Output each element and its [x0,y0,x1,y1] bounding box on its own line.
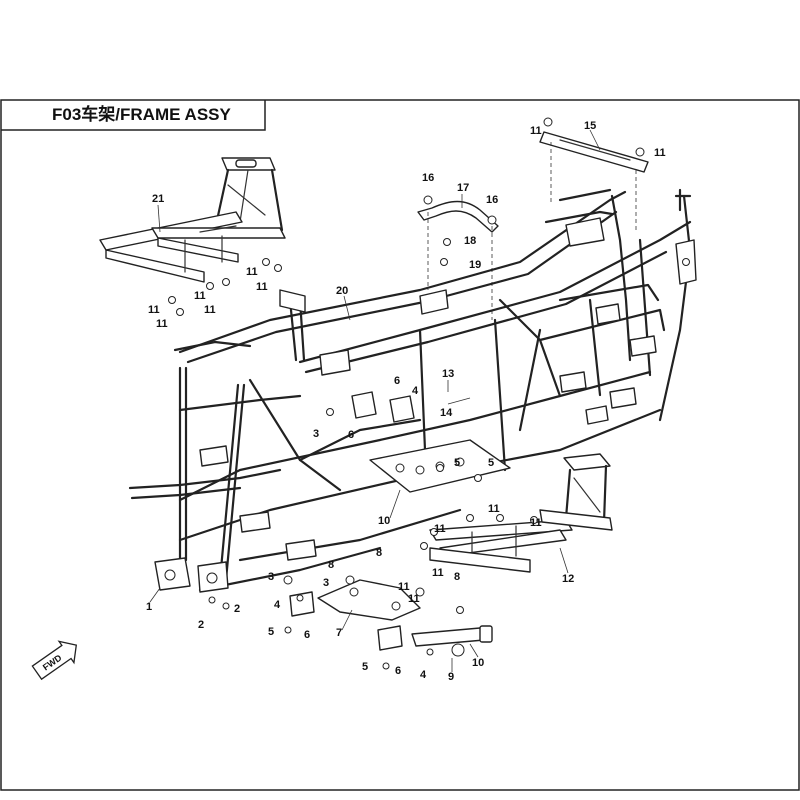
title-box: F03车架/FRAME ASSY [1,100,266,131]
callout-21: 21 [152,193,164,205]
callout-2: 2 [234,603,240,615]
callout-20: 20 [336,285,348,297]
callout-11: 11 [654,147,666,159]
hardware-bolts [168,117,645,670]
sheet-border [0,99,800,791]
callout-16: 16 [486,194,498,206]
callout-11: 11 [256,281,268,293]
part-6-rubber-mounts [289,391,415,651]
callout-11: 11 [530,517,542,529]
callout-11: 11 [530,125,542,137]
part-9-long-bolt [411,625,493,657]
callout-3: 3 [323,577,329,589]
callout-4: 4 [420,669,427,681]
callout-11: 11 [434,523,446,535]
callout-6: 6 [394,375,400,387]
callout-8: 8 [454,571,460,583]
callout-17: 17 [457,182,469,194]
callout-9: 9 [448,671,454,683]
callout-15: 15 [584,120,596,132]
callout-5: 5 [268,626,274,638]
callout-14: 14 [440,407,453,419]
callout-11: 11 [204,304,216,316]
callout-3: 3 [313,428,319,440]
callout-5: 5 [454,457,460,469]
callout-13: 13 [442,368,454,380]
callout-8: 8 [328,559,334,571]
callout-11: 11 [156,318,168,330]
leader-lines [149,129,601,672]
callout-4: 4 [412,385,419,397]
callout-5: 5 [488,457,494,469]
part-21-front-rack [99,157,286,283]
callout-11: 11 [398,581,410,593]
callout-6: 6 [304,629,310,641]
callout-3: 3 [268,571,274,583]
callout-6: 6 [395,665,401,677]
callout-10: 10 [472,657,484,669]
part-15-rear-bar [539,131,649,232]
part-12-right-footrest [429,453,613,573]
callout-8: 8 [376,547,382,559]
callout-2: 2 [198,619,204,631]
callout-4: 4 [274,599,281,611]
part-7-lower-bracket [317,579,421,621]
callout-12: 12 [562,573,574,585]
callout-18: 18 [464,235,476,247]
callout-16: 16 [422,172,434,184]
callout-11: 11 [148,304,160,316]
part-17-center-bracket [417,200,499,320]
callout-7: 7 [336,627,342,639]
callout-5: 5 [362,661,368,673]
page-title: F03车架/FRAME ASSY [52,104,232,124]
callout-11: 11 [246,266,258,278]
callout-numbers: 1 2 2 3 3 3 4 4 4 5 5 5 5 6 6 6 6 7 8 8 … [146,120,666,683]
fwd-arrow-icon: FWD [31,640,78,681]
callout-11: 11 [432,567,444,579]
callout-11: 11 [488,503,500,515]
callout-11: 11 [408,593,420,605]
title-box-frame [1,100,266,131]
callout-19: 19 [469,259,481,271]
callout-6: 6 [348,429,354,441]
callout-11: 11 [194,290,206,302]
callout-10: 10 [378,515,390,527]
callout-1: 1 [146,601,152,613]
